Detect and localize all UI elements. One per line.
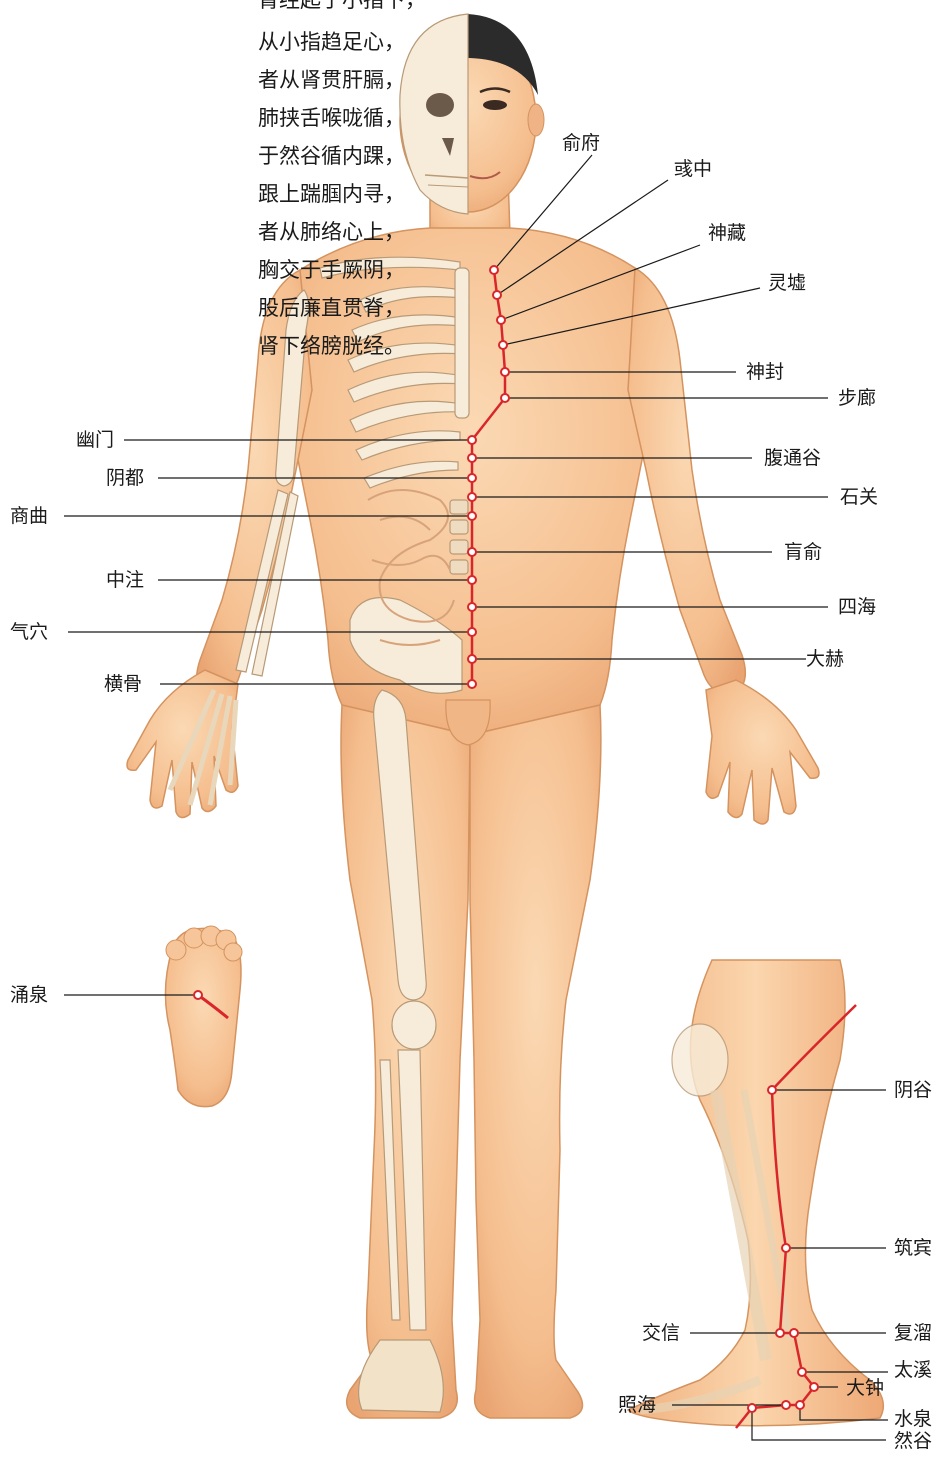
- label-henggu: 横骨: [104, 673, 142, 695]
- label-dazhong: 大钟: [846, 1377, 884, 1399]
- label-huangshu: 肓俞: [784, 541, 822, 563]
- label-yuzhong: 彧中: [674, 158, 712, 180]
- label-siman: 四海: [838, 596, 876, 618]
- label-shangqu: 商曲: [10, 505, 48, 527]
- poem-line: 跟上踹腘内寻，: [258, 178, 405, 208]
- body-silhouette: [127, 175, 819, 1418]
- label-zhubin: 筑宾: [894, 1237, 932, 1259]
- poem-line: 于然谷循内踝，: [258, 140, 405, 170]
- label-shuiquan: 水泉: [894, 1408, 932, 1430]
- poem-line: 从小指趋足心，: [258, 26, 405, 56]
- label-yingu: 阴谷: [894, 1079, 932, 1101]
- head: [400, 14, 544, 214]
- label-shencang: 神藏: [708, 222, 746, 244]
- label-zhaohai: 照海: [618, 1394, 656, 1416]
- label-fuliu: 复溜: [894, 1322, 932, 1344]
- label-dahe: 大赫: [806, 648, 844, 670]
- label-bulang: 步廊: [838, 387, 876, 409]
- poem-line: 肺挟舌喉咙循，: [258, 102, 405, 132]
- leg-inset: [628, 960, 883, 1426]
- label-rangu: 然谷: [894, 1430, 932, 1452]
- label-youmen: 幽门: [76, 429, 114, 451]
- label-taixi: 太溪: [894, 1359, 932, 1381]
- label-yongquan: 涌泉: [10, 984, 48, 1006]
- label-jiaoxin: 交信: [642, 1322, 680, 1344]
- poem-line: 者从肾贯肝膈，: [258, 64, 405, 94]
- poem-line: 股后廉直贯脊，: [258, 292, 405, 322]
- label-shiguan: 石关: [840, 486, 878, 508]
- poem-line: 肾下络膀胱经。: [258, 330, 405, 360]
- label-shufu: 俞府: [562, 132, 600, 154]
- label-yindu: 阴都: [106, 467, 144, 489]
- poem-line: 肾经起于小指下，: [258, 0, 426, 14]
- label-shenfeng: 神封: [746, 361, 784, 383]
- label-qixue: 气穴: [10, 621, 48, 643]
- poem-line: 者从肺络心上，: [258, 216, 405, 246]
- poem-line: 胸交于手厥阴，: [258, 254, 405, 284]
- foot-sole-inset: [165, 926, 242, 1107]
- label-futonggu: 腹通谷: [764, 447, 821, 469]
- label-lingxu: 灵墟: [768, 272, 806, 294]
- label-zhongzhu: 中注: [106, 569, 144, 591]
